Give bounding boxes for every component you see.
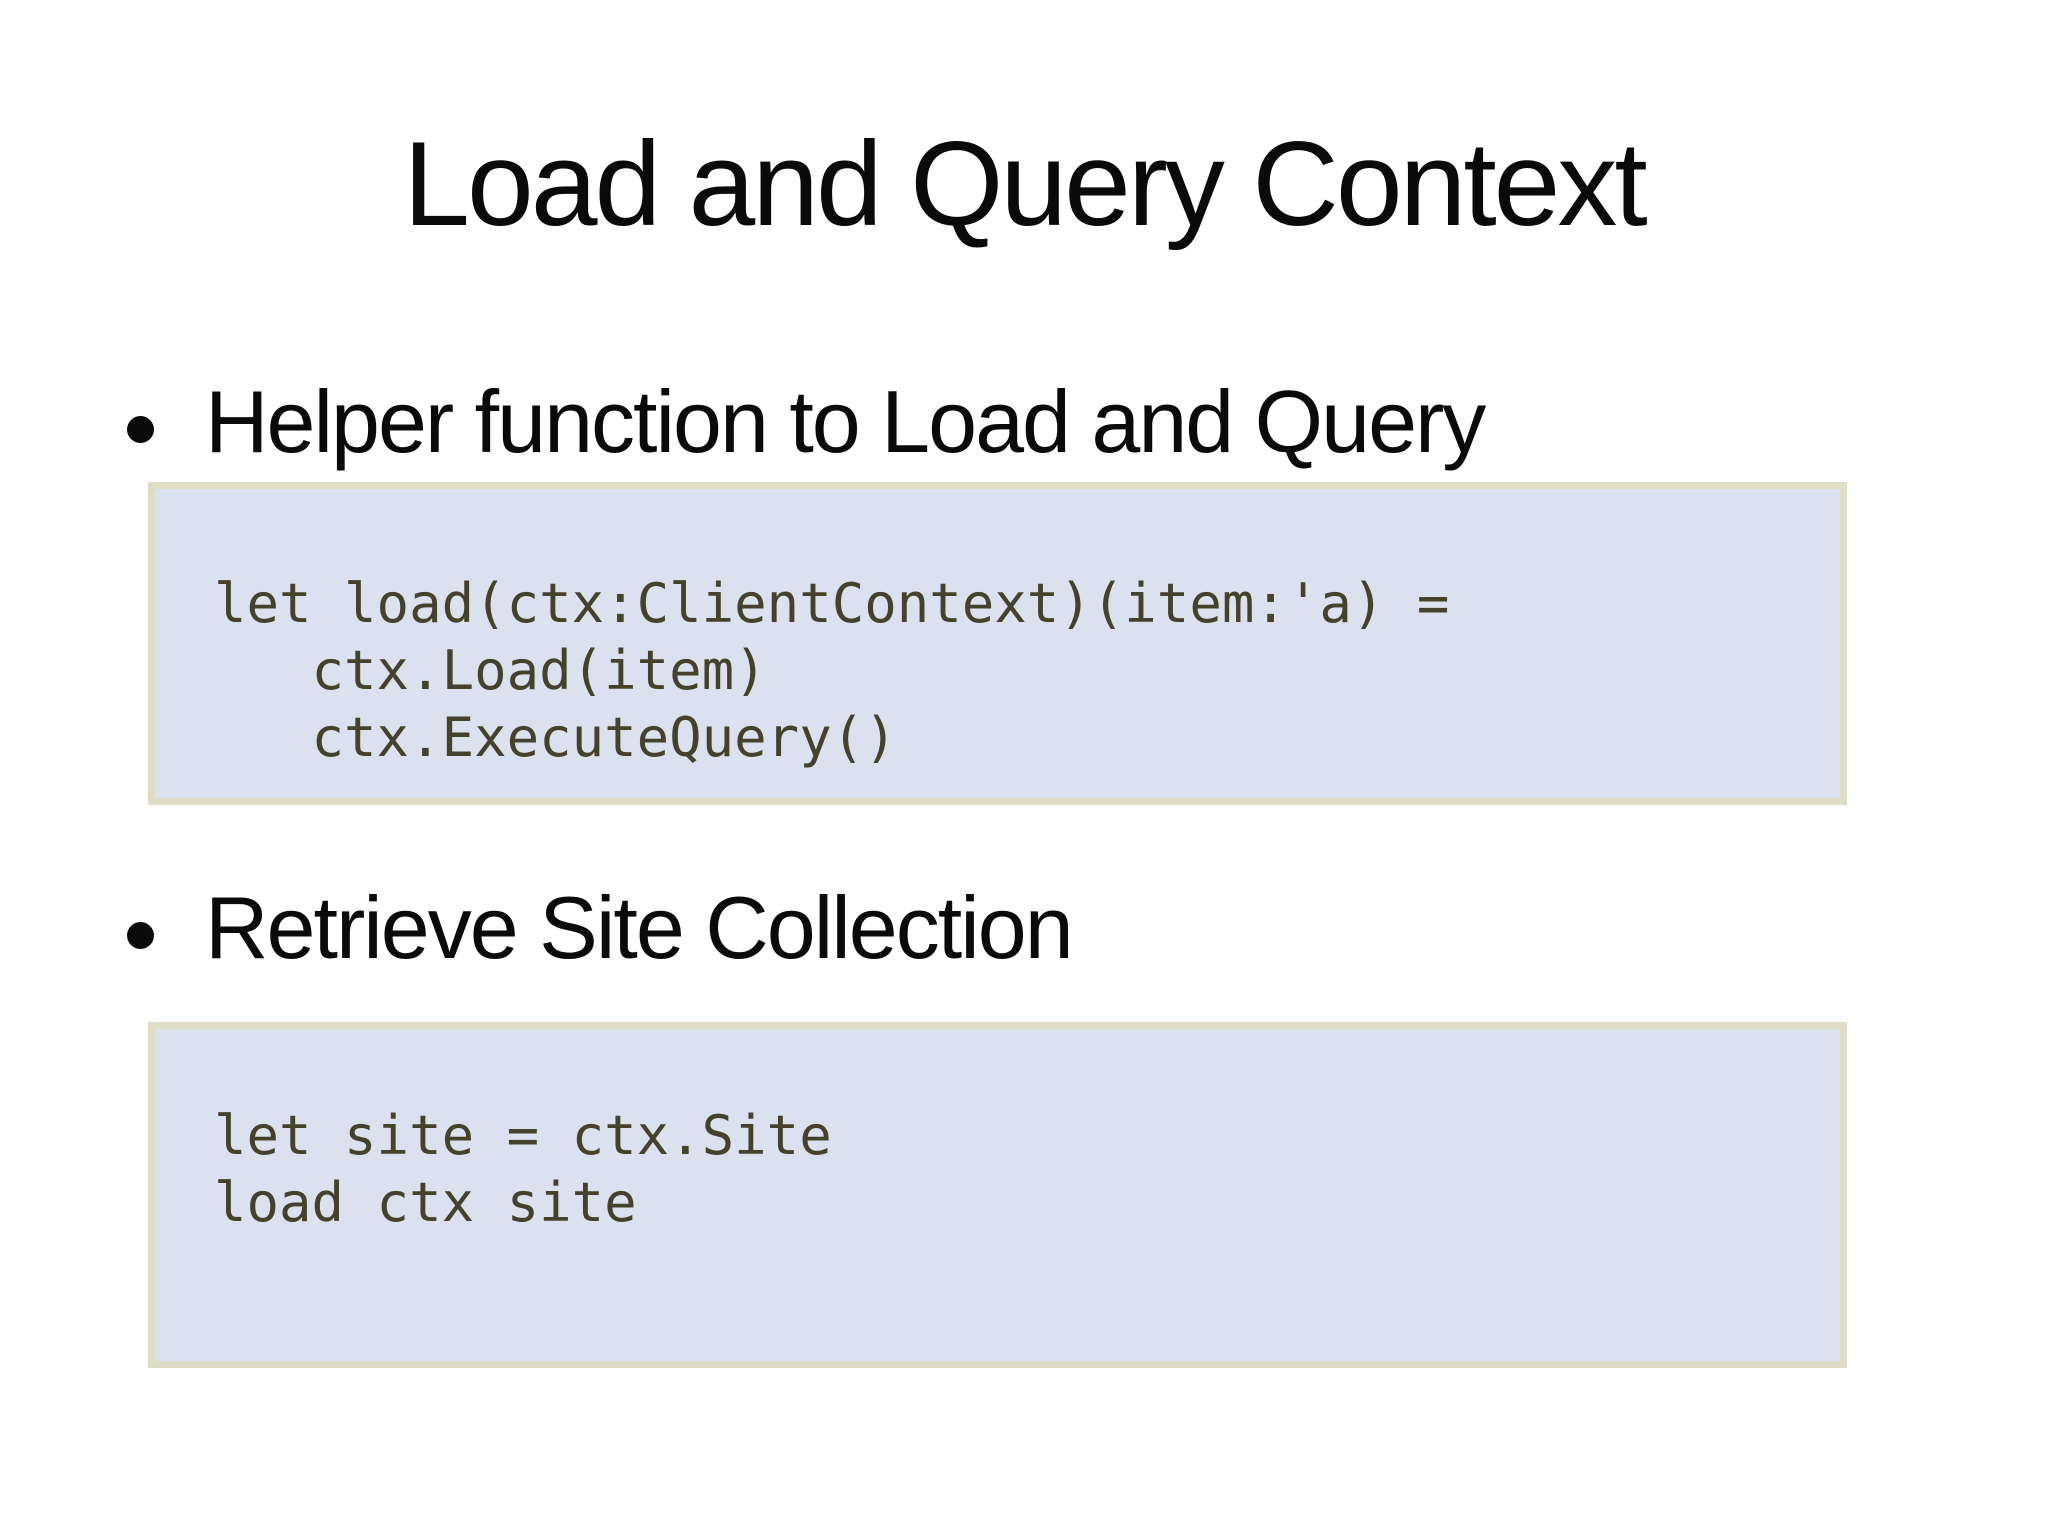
code-text: let site = ctx.Site load ctx site — [214, 1104, 832, 1234]
bullet-icon — [127, 416, 154, 443]
bullet-icon — [127, 922, 154, 949]
code-block-retrieve-site: let site = ctx.Site load ctx site — [148, 1022, 1847, 1368]
bullet-item-retrieve-site-collection: Retrieve Site Collection — [205, 875, 1988, 981]
slide-title: Load and Query Context — [403, 117, 1648, 251]
code-text: let load(ctx:ClientContext)(item:'a) = c… — [214, 572, 1450, 769]
bullet-label: Retrieve Site Collection — [205, 878, 1074, 977]
bullet-label: Helper function to Load and Query — [205, 372, 1486, 471]
code-block-load-helper: let load(ctx:ClientContext)(item:'a) = c… — [148, 482, 1847, 805]
bullet-item-helper-function: Helper function to Load and Query — [205, 369, 1988, 475]
